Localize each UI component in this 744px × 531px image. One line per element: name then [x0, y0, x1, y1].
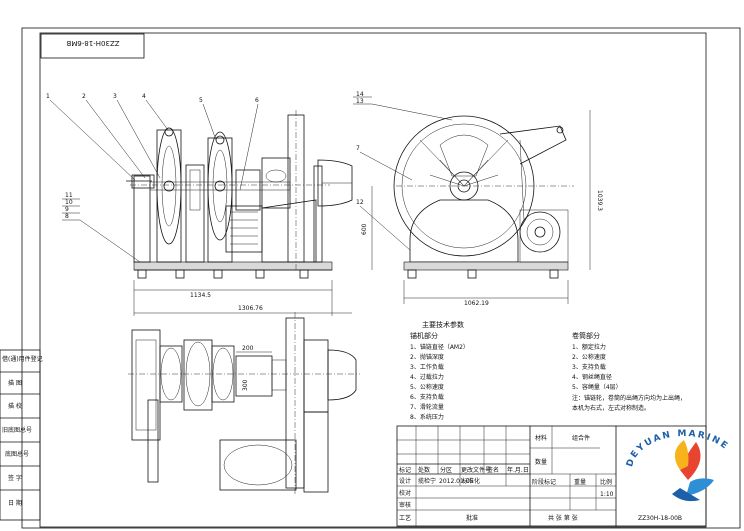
callout-8: 8 [65, 213, 69, 220]
winch-param-1: 1、额定拉力 [572, 343, 606, 351]
windlass-param-5: 5、公称速度 [410, 383, 444, 391]
winch-param-5: 5、容绳量（4层） [572, 383, 622, 391]
front-dimensions: 1134.5 1306.76 [133, 280, 352, 316]
dim-1062: 1062.19 [464, 300, 489, 307]
callout-11: 11 [65, 192, 73, 199]
plan-view: 200 300 [128, 312, 360, 495]
tb-header-0: 标记 [399, 466, 411, 474]
winch-subheading: 卷筒部分 [572, 331, 600, 340]
side-view [393, 115, 574, 279]
winch-note-1: 注：锚链轮，卷筒的出绳方向均为上出绳， [572, 394, 686, 402]
callout-9: 9 [65, 206, 69, 213]
strip-label-6: 日 期 [8, 499, 22, 507]
tb-scale-value: 1:10 [600, 491, 614, 498]
strip-label-0: 借(通)用件登记 [2, 355, 43, 363]
tb-header-5: 年.月.日 [507, 466, 529, 474]
dim-1039: 1039.3 [596, 190, 603, 211]
callout-14: 14 [356, 91, 364, 98]
callout-12: 12 [356, 199, 364, 206]
windlass-param-8: 8、系统压力 [410, 413, 444, 421]
windlass-subheading: 锚机部分 [410, 331, 438, 340]
tb-material-label: 材料 [535, 434, 547, 442]
tb-header-2: 分区 [440, 466, 452, 474]
windlass-params: 主要技术参数 锚机部分 1、锚链直径（AM2） 2、抛锚深度 3、工作负载 4、… [410, 320, 469, 421]
tb-approve: 批准 [466, 514, 478, 522]
callout-6: 6 [255, 97, 259, 104]
strip-label-5: 签 字 [8, 474, 22, 482]
left-strip: 借(通)用件登记 描 图 描 校 旧底图总号 底图总号 签 字 日 期 [0, 349, 43, 521]
winch-param-4: 4、钢丝绳直径 [572, 373, 612, 381]
tb-scale-label: 比例 [600, 478, 612, 486]
winch-param-2: 2、公称速度 [572, 353, 606, 361]
drawing-number: ZZ30H-18-00B [638, 515, 682, 522]
side-dimensions: 1062.19 600 1039.3 [361, 110, 603, 307]
tb-stage-label: 阶段标记 [532, 478, 556, 486]
tb-design: 设计 [399, 477, 411, 485]
part-callouts-front: 1 2 3 4 5 6 11 10 9 8 [46, 93, 259, 263]
tb-design-name: 揽检宁 [418, 477, 436, 485]
callout-3: 3 [113, 93, 117, 100]
dim-1306: 1306.76 [238, 305, 263, 312]
tb-weight-label: 重量 [574, 478, 586, 486]
tb-header-3: 更改文件号 [461, 466, 491, 474]
callout-2: 2 [82, 93, 86, 100]
callout-1: 1 [46, 93, 50, 100]
winch-note-2: 本机为右式，左式对称制造。 [572, 404, 650, 412]
tb-review: 审核 [399, 501, 411, 509]
windlass-param-4: 4、过载拉力 [410, 373, 444, 381]
strip-label-3: 旧底图总号 [2, 426, 32, 434]
windlass-param-1: 1、锚链直径（AM2） [410, 343, 469, 351]
part-callouts-side: 14 13 7 12 [353, 91, 453, 251]
tb-header-4: 签名 [487, 466, 499, 474]
windlass-param-2: 2、抛锚深度 [410, 353, 444, 361]
dim-1134: 1134.5 [190, 292, 211, 299]
callout-7: 7 [356, 145, 360, 152]
dim-600: 600 [361, 223, 368, 235]
strip-label-2: 描 校 [8, 402, 22, 410]
strip-label-1: 描 图 [8, 379, 22, 387]
code-label-box: ZZ30H-18-6MB [40, 33, 145, 59]
tb-check: 校对 [399, 489, 411, 497]
tb-header-1: 处数 [418, 466, 430, 474]
tb-material-value: 组合件 [572, 434, 590, 442]
callout-4: 4 [142, 93, 146, 100]
callout-13: 13 [356, 98, 364, 105]
tb-design-date: 2012.01.05 [439, 478, 474, 485]
winch-param-3: 3、支持负载 [572, 363, 606, 371]
tb-quantity-label: 数量 [535, 458, 547, 466]
callout-5: 5 [199, 97, 203, 104]
inner-frame [39, 32, 707, 528]
windlass-param-6: 6、支持负载 [410, 393, 444, 401]
tb-sheets: 共 张 第 张 [548, 514, 578, 522]
strip-label-4: 底图总号 [5, 450, 29, 458]
params-heading: 主要技术参数 [422, 320, 464, 329]
dim-200: 200 [242, 345, 254, 352]
title-block: 标记 处数 分区 更改文件号 签名 年.月.日 设计 揽检宁 2012.01.0… [396, 425, 707, 527]
code-label: ZZ30H-18-6MB [66, 39, 119, 47]
windlass-param-7: 7、滑轮流量 [410, 403, 444, 411]
dim-300: 300 [242, 379, 249, 391]
outer-frame [21, 27, 741, 529]
tb-standardize: 标准化 [462, 477, 480, 485]
winch-params: 卷筒部分 1、额定拉力 2、公称速度 3、支持负载 4、钢丝绳直径 5、容绳量（… [572, 331, 686, 412]
callout-10: 10 [65, 199, 73, 206]
windlass-param-3: 3、工作负载 [410, 363, 444, 371]
front-view [126, 110, 353, 279]
tb-process: 工艺 [399, 514, 411, 522]
